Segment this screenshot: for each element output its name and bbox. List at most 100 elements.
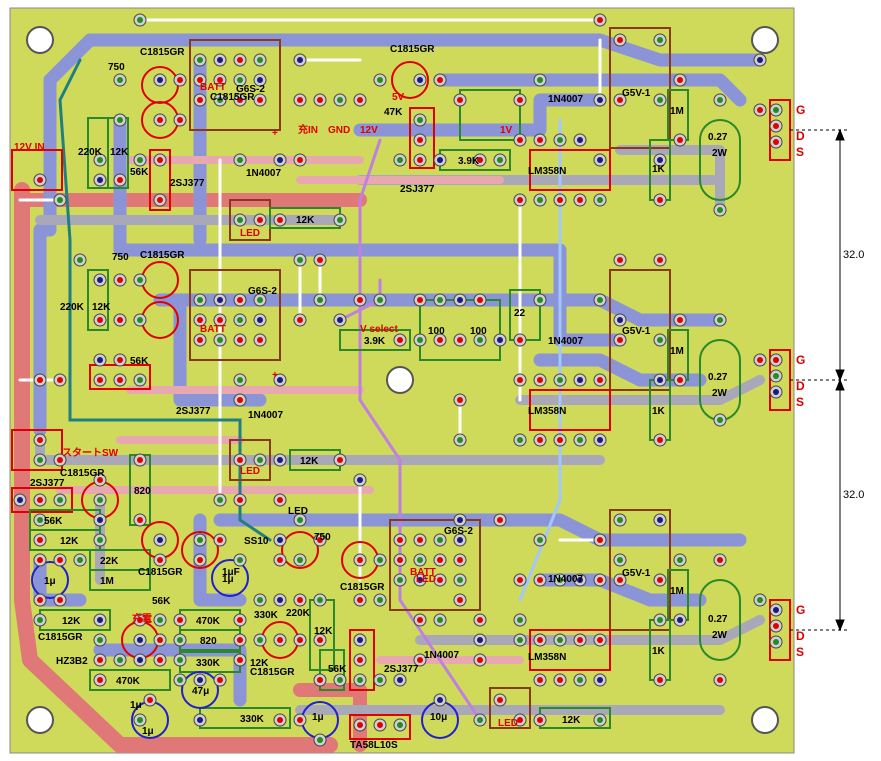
label-1m-3: 1M	[670, 586, 684, 597]
label-39k-1: 3.9K	[458, 156, 480, 167]
solder-pad-hole	[597, 97, 603, 103]
output-g-3: G	[796, 603, 805, 617]
label-c1815-3: C1815GR	[140, 250, 185, 261]
solder-pad-hole	[617, 557, 623, 563]
jumper-wires	[18, 18, 602, 722]
label-22: 22	[514, 308, 526, 319]
solder-pad-hole	[457, 97, 463, 103]
label-1k-3: 1K	[652, 646, 666, 657]
solder-pad-hole	[357, 557, 363, 563]
solder-pad-hole	[457, 337, 463, 343]
solder-pad-hole	[497, 157, 503, 163]
label-470k-2: 470K	[116, 676, 141, 687]
label-v-select: V select	[360, 324, 398, 335]
label-39k-2: 3.9K	[364, 336, 386, 347]
solder-pad-hole	[517, 97, 523, 103]
solder-pad-hole	[717, 417, 723, 423]
solder-pad-hole	[773, 373, 779, 379]
solder-pad-hole	[37, 517, 43, 523]
solder-pad-hole	[477, 157, 483, 163]
relay-g6s-2-outline	[189, 269, 281, 361]
solder-pad-hole	[337, 677, 343, 683]
solder-pad-hole	[657, 97, 663, 103]
solder-pad-hole	[677, 557, 683, 563]
solder-pad-hole	[37, 597, 43, 603]
solder-pad-hole	[577, 377, 583, 383]
dim-arrow-2a	[835, 378, 845, 391]
solder-pad-hole	[257, 317, 263, 323]
solder-pad-hole	[237, 397, 243, 403]
solder-pad-hole	[37, 377, 43, 383]
solder-pad-hole	[37, 457, 43, 463]
solder-pad-hole	[297, 517, 303, 523]
solder-pad-hole	[317, 257, 323, 263]
solder-pad-hole	[117, 277, 123, 283]
solder-pad-hole	[217, 537, 223, 543]
solder-pad-hole	[297, 637, 303, 643]
mounting-hole-bl	[26, 706, 54, 734]
solder-pad-hole	[657, 377, 663, 383]
solder-pad-hole	[237, 317, 243, 323]
solder-pad-hole	[77, 257, 83, 263]
solder-pad-hole	[497, 697, 503, 703]
solder-pad-hole	[257, 57, 263, 63]
solder-pad-hole	[297, 597, 303, 603]
cap-red-07	[181, 531, 219, 569]
label-1n4007-6: 1N4007	[548, 574, 583, 585]
solder-pad-hole	[197, 717, 203, 723]
gray-trace-08	[615, 145, 725, 205]
label-220k-2: 220K	[60, 302, 85, 313]
solder-pad-hole	[773, 357, 779, 363]
cap-47u-circle	[181, 671, 219, 709]
solder-pad-hole	[397, 157, 403, 163]
solder-pad-hole	[617, 97, 623, 103]
solder-pad-hole	[157, 617, 163, 623]
label-led-2: LED	[240, 466, 260, 477]
solder-pad-hole	[257, 297, 263, 303]
jumper-lightblue-01	[518, 118, 562, 602]
solder-pad-hole	[537, 197, 543, 203]
cap-red-12	[391, 61, 429, 99]
solder-pad-hole	[137, 637, 143, 643]
ic-lm358-1-outline	[529, 149, 611, 191]
label-330k-1: 330K	[196, 658, 221, 669]
solder-pad-hole	[217, 97, 223, 103]
solder-pad-hole	[377, 557, 383, 563]
solder-pad-hole	[177, 117, 183, 123]
solder-pad-hole	[277, 597, 283, 603]
solder-pad-hole	[97, 537, 103, 543]
solder-pad-hole	[277, 377, 283, 383]
solder-pad-hole	[537, 77, 543, 83]
solder-pad-hole	[377, 597, 383, 603]
solder-pad-hole	[257, 597, 263, 603]
mounting-hole-tr	[751, 26, 779, 54]
label-1u-2: 1μ	[222, 574, 234, 585]
label-330k-3: 330K	[254, 610, 279, 621]
label-22k: 22K	[100, 556, 119, 567]
label-100-2: 100	[470, 326, 487, 337]
cap-red-08	[281, 531, 319, 569]
label-750-2: 750	[112, 252, 129, 263]
label-1m-2: 1M	[670, 346, 684, 357]
label-820-2: 820	[200, 636, 217, 647]
solder-pad-hole	[297, 57, 303, 63]
solder-pad-hole	[237, 657, 243, 663]
solder-pad-hole	[417, 617, 423, 623]
solder-pad-hole	[137, 517, 143, 523]
solder-pad-hole	[677, 317, 683, 323]
solder-pad-hole	[137, 617, 143, 623]
label-12k-4: 12K	[300, 456, 319, 467]
solder-pad-hole	[117, 377, 123, 383]
solder-pad-hole	[277, 717, 283, 723]
solder-pad-hole	[277, 557, 283, 563]
output-d-2: D	[796, 379, 805, 393]
solder-pad-hole	[773, 623, 779, 629]
solder-pad-hole	[117, 177, 123, 183]
label-ss10: SS10	[244, 536, 269, 547]
label-g5v-1: G5V-1	[622, 88, 651, 99]
solder-pad-hole	[257, 97, 263, 103]
solder-pad-hole	[97, 497, 103, 503]
solder-pad-hole	[377, 77, 383, 83]
solder-pad-hole	[417, 77, 423, 83]
solder-pad-hole	[657, 517, 663, 523]
